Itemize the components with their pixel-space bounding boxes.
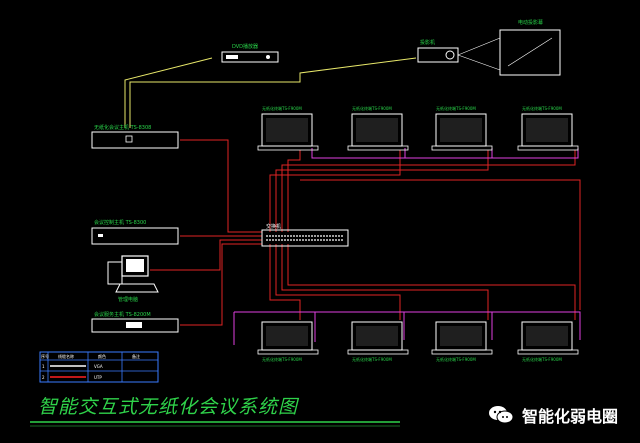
projector-screen-label: 电动投影幕: [518, 19, 543, 26]
terminal: 无纸化终端TS-F900M: [347, 105, 409, 151]
diagram-title: 智能交互式无纸化会议系统图: [38, 396, 299, 418]
host-top: 无纸化会议主机 TS-8308: [91, 124, 179, 149]
management-pc: 管理电脑: [107, 255, 159, 303]
legend-row-name: VGA: [94, 364, 103, 369]
terminal: 无纸化终端TS-F900M: [257, 105, 319, 151]
terminal-label: 无纸化终端TS-F900M: [262, 105, 302, 111]
terminal-label: 无纸化终端TS-F900M: [436, 105, 476, 111]
host-middle: 会议控制主机 TS-8300: [91, 219, 179, 245]
dvd-player: DVD播放器: [221, 43, 279, 63]
terminal-label: 无纸化终端TS-F900M: [262, 356, 302, 362]
wechat-icon: [489, 406, 514, 424]
host-bottom: 会议服务主机 TS-8200M: [91, 311, 179, 333]
terminal-row-bottom: 无纸化终端TS-F900M 无纸化终端TS-F900M 无纸化终端TS-F900…: [257, 321, 579, 362]
legend-header-color: 颜色: [98, 353, 106, 359]
terminal: 无纸化终端TS-F900M: [257, 321, 319, 362]
projector-screen: 电动投影幕: [499, 19, 561, 76]
terminal: 无纸化终端TS-F900M: [431, 321, 493, 362]
switch-label: 交换机: [266, 223, 281, 230]
video-wiring: [124, 57, 417, 128]
brand-text: 智能化弱电圈: [522, 407, 619, 426]
host-middle-label: 会议控制主机 TS-8300: [94, 219, 146, 226]
host-top-label: 无纸化会议主机 TS-8308: [94, 124, 151, 131]
dvd-label: DVD播放器: [232, 43, 258, 50]
legend-row-name: UTP: [94, 375, 102, 380]
legend-header-no: 序号: [41, 353, 49, 359]
audio-wiring: [233, 148, 581, 345]
legend-header-name: 线缆名称: [58, 353, 74, 359]
terminal-label: 无纸化终端TS-F900M: [436, 356, 476, 362]
terminal-label: 无纸化终端TS-F900M: [522, 105, 562, 111]
legend-table: 序号 线缆名称 颜色 备注 1 VGA 2 UTP: [39, 351, 159, 383]
pc-label: 管理电脑: [118, 296, 138, 303]
terminal: 无纸化终端TS-F900M: [347, 321, 409, 362]
terminal: 无纸化终端TS-F900M: [431, 105, 493, 151]
legend-row-no: 1: [42, 364, 45, 369]
terminal-label: 无纸化终端TS-F900M: [352, 105, 392, 111]
legend-row-no: 2: [42, 375, 45, 380]
legend-header-note: 备注: [132, 353, 140, 359]
network-wiring: [150, 139, 581, 326]
network-switch: 交换机: [261, 223, 349, 247]
projector-label: 投影机: [420, 39, 435, 46]
terminal: 无纸化终端TS-F900M: [517, 321, 579, 362]
terminal-row-top: 无纸化终端TS-F900M 无纸化终端TS-F900M 无纸化终端TS-F900…: [257, 105, 579, 151]
projector: 投影机: [417, 37, 501, 71]
host-bottom-label: 会议服务主机 TS-8200M: [94, 311, 151, 318]
brand-watermark: 智能化弱电圈: [488, 403, 618, 427]
terminal: 无纸化终端TS-F900M: [517, 105, 579, 151]
terminal-label: 无纸化终端TS-F900M: [522, 356, 562, 362]
terminal-label: 无纸化终端TS-F900M: [352, 356, 392, 362]
